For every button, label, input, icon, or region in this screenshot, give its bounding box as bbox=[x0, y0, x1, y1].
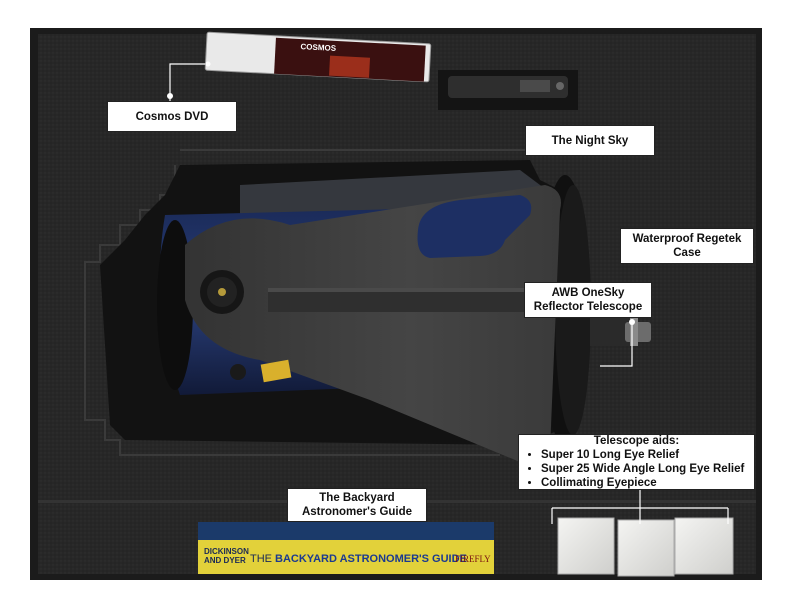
label-waterproof-case: Waterproof Regetek Case bbox=[620, 228, 754, 264]
yellow-tag bbox=[260, 359, 292, 383]
backyard-astronomers-guide-book: DICKINSON AND DYER THE BACKYARD ASTRONOM… bbox=[198, 522, 494, 574]
accessory-mount bbox=[438, 70, 578, 110]
book-authors-2: AND DYER bbox=[204, 556, 246, 565]
callout-lines bbox=[169, 63, 729, 524]
book-title-main: BACKYARD ASTRONOMER'S GUIDE bbox=[275, 553, 467, 565]
aids-heading: Telescope aids: bbox=[593, 435, 680, 447]
tension-knob bbox=[200, 270, 244, 314]
arm-slot bbox=[417, 195, 532, 258]
eyepiece-box-3 bbox=[674, 517, 734, 575]
eyepiece-box-2 bbox=[617, 519, 675, 577]
book-authors-1: DICKINSON bbox=[204, 547, 249, 556]
cosmos-dvd-case: COSMOS bbox=[204, 31, 432, 83]
book-title-the: THE bbox=[250, 553, 272, 565]
aids-item: Super 25 Wide Angle Long Eye Relief bbox=[541, 462, 746, 476]
dvd-cover-title: COSMOS bbox=[300, 42, 337, 53]
label-backyard-guide: The Backyard Astronomer's Guide bbox=[287, 488, 427, 522]
label-onesky-telescope: AWB OneSky Reflector Telescope bbox=[524, 282, 652, 318]
book-publisher: FIREFLY bbox=[455, 554, 491, 564]
aids-item: Super 10 Long Eye Relief bbox=[541, 448, 746, 462]
eyepiece-box-1 bbox=[557, 517, 615, 575]
telescope-rear-cell bbox=[157, 220, 193, 390]
aids-item: Collimating Eyepiece bbox=[541, 476, 746, 490]
eyepiece-boxes bbox=[557, 517, 734, 577]
aids-list: Super 10 Long Eye Relief Super 25 Wide A… bbox=[527, 448, 746, 490]
label-cosmos-dvd: Cosmos DVD bbox=[107, 101, 237, 132]
label-night-sky: The Night Sky bbox=[525, 125, 655, 156]
label-telescope-aids: Telescope aids: Super 10 Long Eye Relief… bbox=[518, 434, 755, 490]
